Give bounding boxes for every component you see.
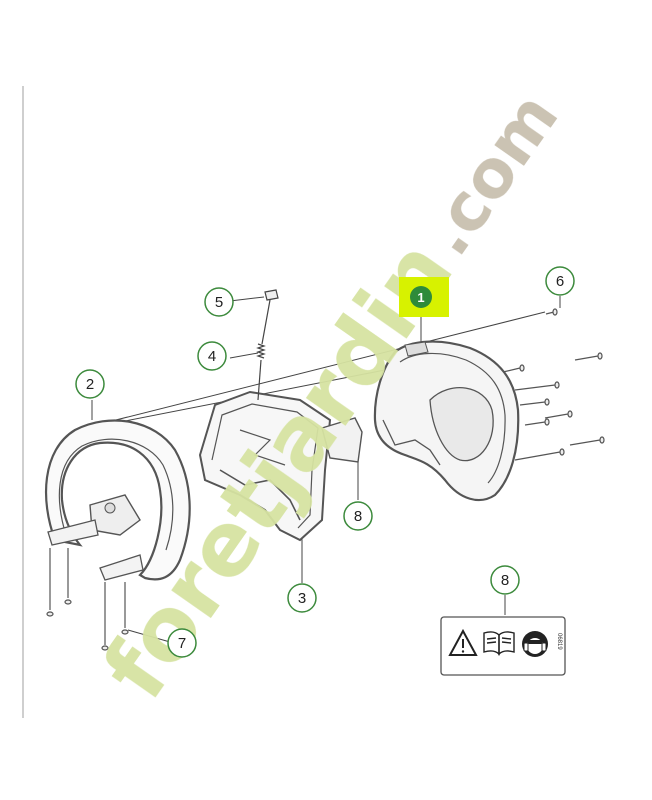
guard-screws	[502, 308, 605, 461]
callout-2: 2	[75, 369, 105, 399]
svg-text:6: 6	[556, 273, 564, 290]
svg-text:7: 7	[178, 635, 186, 652]
svg-text:8: 8	[354, 508, 362, 525]
callout-8-decal: 8	[343, 501, 373, 531]
svg-text:4: 4	[208, 348, 216, 365]
part-block	[261, 289, 279, 345]
callout-1-highlighted: 1	[399, 277, 449, 317]
manual-book-icon	[483, 631, 515, 656]
callout-5: 5	[204, 287, 234, 317]
callout-7: 7	[167, 628, 197, 658]
callout-4: 4	[197, 341, 227, 371]
callouts: 2 4 5 1 6 8 3 7	[75, 266, 575, 658]
watermark-dotcom: .com	[408, 79, 573, 269]
ear-eye-protection-icon	[522, 631, 548, 657]
handle-screws	[46, 548, 129, 651]
part-inner-shield	[198, 390, 332, 542]
callout-3: 3	[287, 583, 317, 613]
label-code: 06819	[556, 633, 562, 650]
svg-text:8: 8	[501, 572, 509, 589]
part-handle	[45, 419, 191, 581]
left-margin-rule	[22, 86, 24, 718]
svg-text:5: 5	[215, 294, 223, 311]
warning-triangle-icon	[448, 628, 478, 656]
svg-text:3: 3	[298, 590, 306, 607]
callout-6: 6	[545, 266, 575, 296]
callout-8-label: 8	[490, 565, 520, 595]
part-spring	[256, 343, 266, 401]
part-decal	[321, 417, 363, 463]
part-guard	[373, 340, 520, 502]
svg-text:2: 2	[86, 376, 94, 393]
warning-label: 06819	[440, 616, 566, 676]
svg-text:1: 1	[417, 290, 424, 305]
